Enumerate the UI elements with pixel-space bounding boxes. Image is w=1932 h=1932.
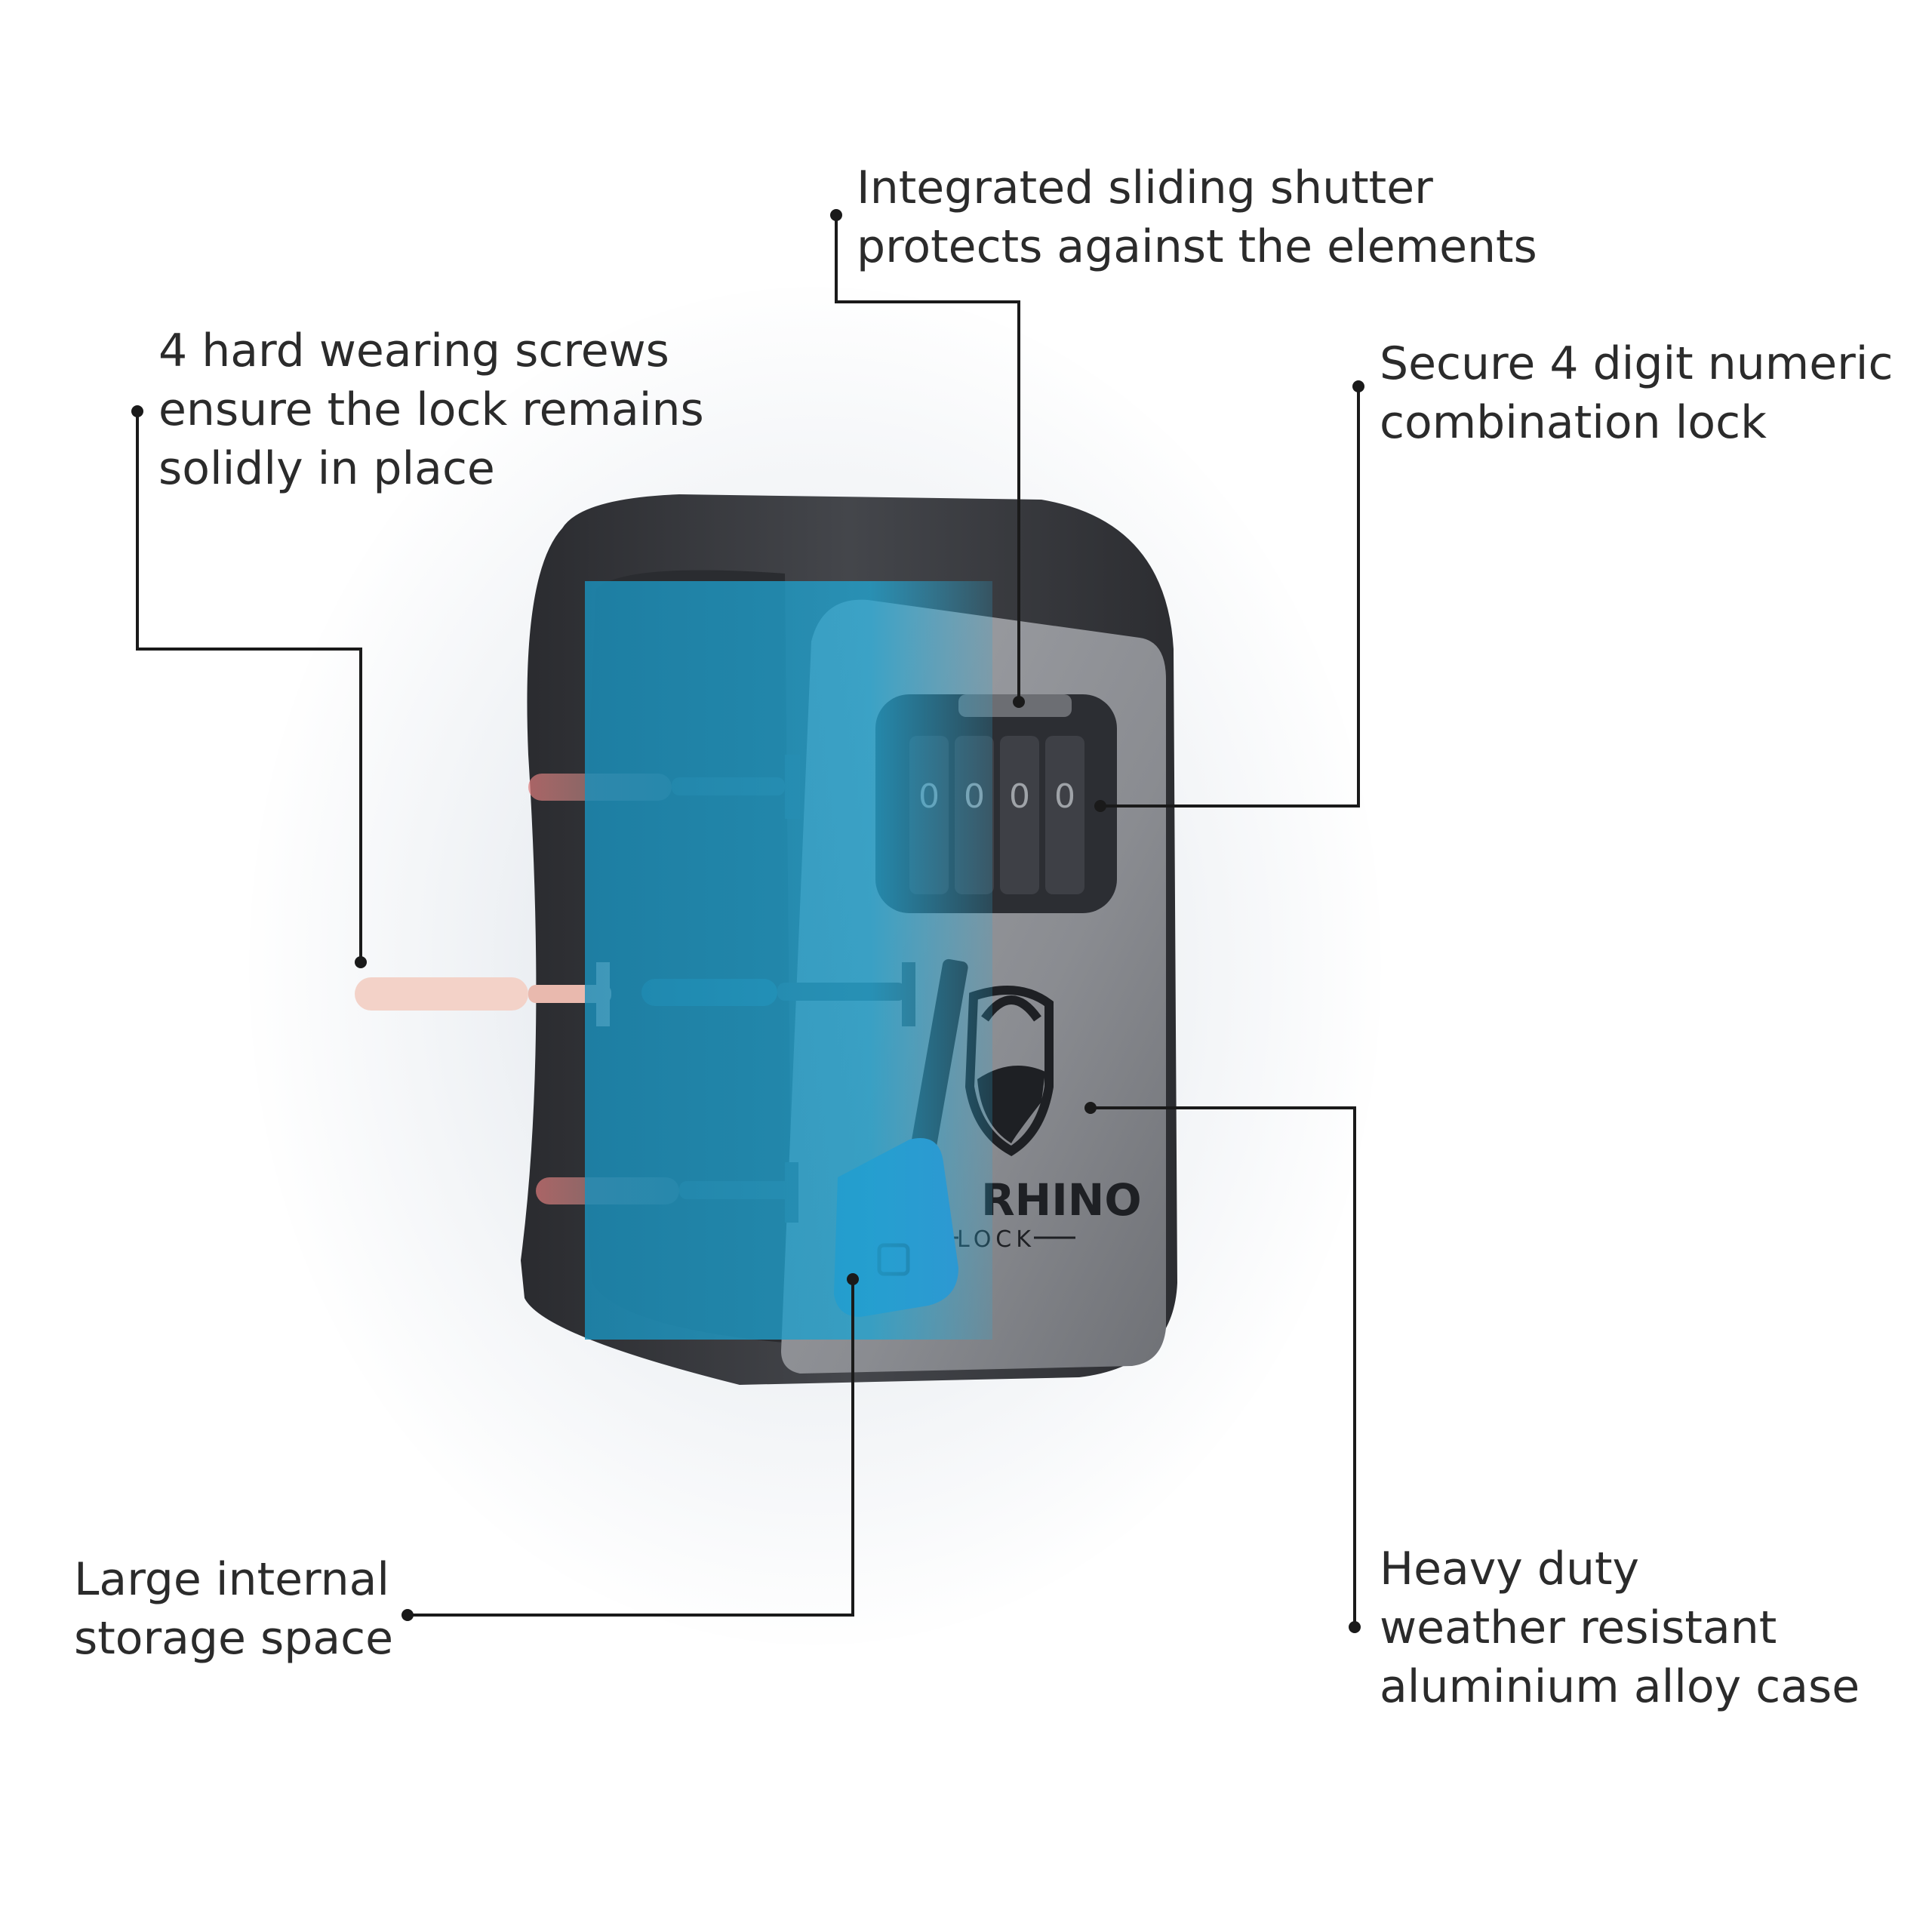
callout-case-line-2: weather resistant — [1380, 1601, 1777, 1654]
brand-name: RHINO — [981, 1174, 1142, 1226]
leader-combination — [1100, 386, 1360, 808]
callout-combination-line-2: combination lock — [1380, 396, 1767, 449]
callout-screws-line-2: ensure the lock remains — [158, 383, 704, 436]
leader-storage — [408, 1279, 854, 1617]
callout-storage-line-2: storage space — [74, 1612, 394, 1665]
leader-dots — [131, 209, 1364, 1633]
callout-shutter-line-2: protects against the elements — [857, 220, 1537, 273]
callout-screws-line-3: solidly in place — [158, 442, 495, 495]
callout-case: Heavy duty weather resistant aluminium a… — [1380, 1540, 1860, 1716]
callout-shutter: Integrated sliding shutter protects agai… — [857, 158, 1537, 276]
leader-shutter — [835, 215, 1020, 702]
dial-digit-4: 0 — [1054, 777, 1075, 816]
callout-combination-line-1: Secure 4 digit numeric — [1380, 337, 1894, 390]
leader-screws — [136, 411, 362, 962]
callout-storage-line-1: Large internal — [74, 1553, 390, 1606]
callout-screws: 4 hard wearing screws ensure the lock re… — [158, 321, 704, 498]
callout-shutter-line-1: Integrated sliding shutter — [857, 162, 1433, 214]
callout-case-line-1: Heavy duty — [1380, 1543, 1640, 1595]
callout-storage: Large internal storage space — [74, 1550, 393, 1668]
dial-digit-3: 0 — [1009, 777, 1030, 816]
leader-lines — [136, 215, 1360, 1627]
callout-case-line-3: aluminium alloy case — [1380, 1660, 1860, 1713]
callout-screws-line-1: 4 hard wearing screws — [158, 325, 669, 377]
leader-case — [1091, 1106, 1356, 1627]
callout-combination: Secure 4 digit numeric combination lock — [1380, 334, 1893, 452]
cutaway-overlay — [585, 581, 992, 1340]
